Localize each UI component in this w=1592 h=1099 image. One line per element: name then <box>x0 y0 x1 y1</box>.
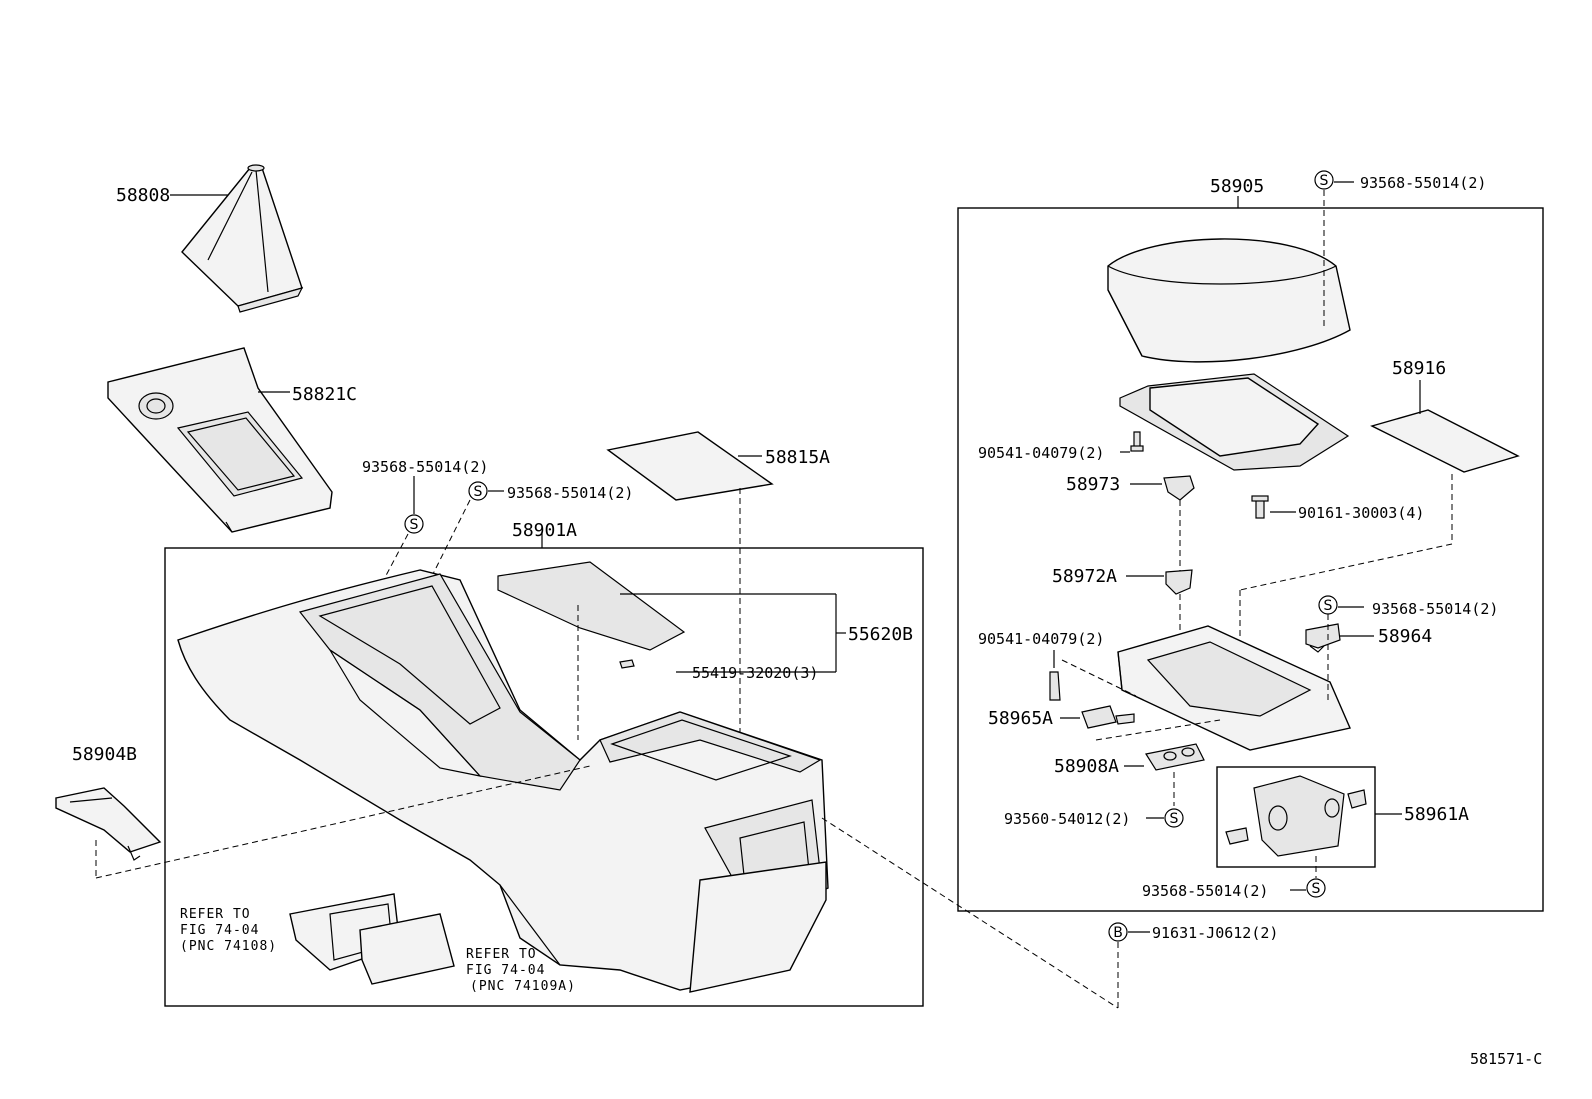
b-glyph: B <box>1113 925 1123 941</box>
label-s3: 93568-55014(2) <box>1360 174 1486 192</box>
b-symbol: B <box>1108 922 1128 942</box>
cup-insert-part[interactable] <box>289 893 455 985</box>
console-frame <box>164 547 924 1007</box>
label-58901A: 58901A <box>512 520 577 541</box>
s-glyph: S <box>410 517 419 533</box>
label-58908A: 58908A <box>1054 756 1119 777</box>
shift-panel-part[interactable] <box>107 347 333 533</box>
s-glyph: S <box>1312 881 1321 897</box>
label-55419: 55419-32020(3) <box>692 664 818 682</box>
screw-90541-b-part[interactable] <box>1049 671 1061 701</box>
label-s1: 93568-55014(2) <box>362 458 488 476</box>
s-symbol-4: S <box>1318 595 1338 615</box>
refer2-line2: FIG 74-04 <box>466 963 545 978</box>
refer2-line3: (PNC 74109A) <box>470 979 576 994</box>
refer2-line1: REFER TO <box>466 947 537 962</box>
pad-58916-part[interactable] <box>1370 409 1520 473</box>
label-90541b: 90541-04079(2) <box>978 630 1104 648</box>
label-58808: 58808 <box>116 185 170 206</box>
label-91631: 91631-J0612(2) <box>1152 924 1278 942</box>
label-58815A: 58815A <box>765 447 830 468</box>
shift-boot-part[interactable] <box>181 164 304 313</box>
mat-part[interactable] <box>606 431 774 501</box>
label-58973: 58973 <box>1066 474 1120 495</box>
latch-58908A-part[interactable] <box>1145 743 1205 771</box>
label-s4: 93568-55014(2) <box>1372 600 1498 618</box>
s-glyph: S <box>1324 598 1333 614</box>
refer1-line1: REFER TO <box>180 907 251 922</box>
armrest-tray-part[interactable] <box>1119 373 1350 471</box>
label-58916: 58916 <box>1392 358 1446 379</box>
diagram-id: 581571-C <box>1470 1050 1542 1068</box>
label-90161: 90161-30003(4) <box>1298 504 1424 522</box>
label-55620B: 55620B <box>848 624 913 645</box>
label-58964: 58964 <box>1378 626 1432 647</box>
refer1-line3: (PNC 74108) <box>180 939 277 954</box>
screw-90541-a-part[interactable] <box>1130 431 1144 452</box>
screw-90161-part[interactable] <box>1251 495 1269 519</box>
clip-58972A-part[interactable] <box>1165 569 1193 595</box>
label-s5: 93568-55014(2) <box>1142 882 1268 900</box>
s-symbol-6: S <box>1306 878 1326 898</box>
bracket-58965A-part[interactable] <box>1081 705 1135 729</box>
console-lid-part[interactable] <box>497 561 686 651</box>
s-glyph: S <box>1170 811 1179 827</box>
label-58972A: 58972A <box>1052 566 1117 587</box>
label-58961A: 58961A <box>1404 804 1469 825</box>
label-s2: 93568-55014(2) <box>507 484 633 502</box>
armrest-top-part[interactable] <box>1107 238 1351 363</box>
subassembly-frame <box>1216 766 1376 868</box>
s-symbol-2: S <box>468 481 488 501</box>
refer1-line2: FIG 74-04 <box>180 923 259 938</box>
clip-58973-part[interactable] <box>1163 475 1195 501</box>
armrest-frame <box>957 207 1544 912</box>
hinge-58964-part[interactable] <box>1305 623 1341 653</box>
label-58905: 58905 <box>1210 176 1264 197</box>
label-58821C: 58821C <box>292 384 357 405</box>
console-body-part[interactable] <box>177 569 829 993</box>
label-58965A: 58965A <box>988 708 1053 729</box>
label-93560: 93560-54012(2) <box>1004 810 1130 828</box>
label-58904B: 58904B <box>72 744 137 765</box>
s-symbol-1: S <box>404 514 424 534</box>
label-90541a: 90541-04079(2) <box>978 444 1104 462</box>
lock-58961A-part[interactable] <box>1225 775 1367 857</box>
s-symbol-5: S <box>1164 808 1184 828</box>
cover-58904B-part[interactable] <box>55 787 162 861</box>
s-glyph: S <box>474 484 483 500</box>
armrest-base-part[interactable] <box>1117 625 1351 751</box>
s-glyph: S <box>1320 173 1329 189</box>
s-symbol-3: S <box>1314 170 1334 190</box>
